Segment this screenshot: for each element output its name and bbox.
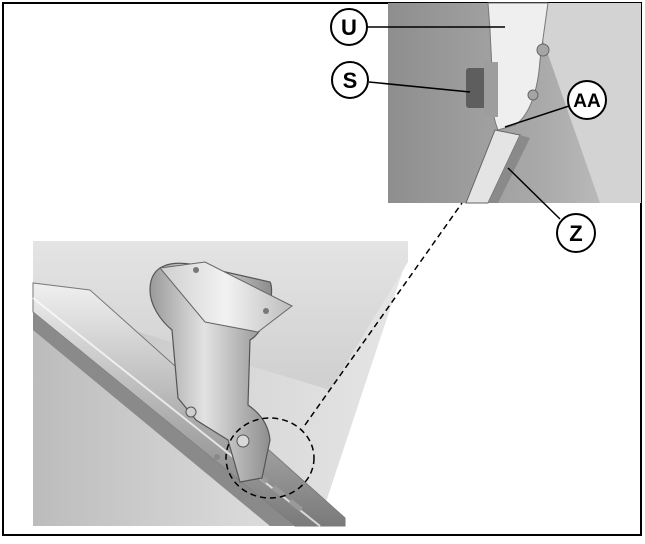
screw-head	[193, 267, 199, 273]
callout-aa-leader	[504, 105, 570, 128]
callout-z-label: Z	[569, 221, 582, 246]
screw-head	[263, 308, 269, 314]
inset-bolt	[466, 68, 488, 108]
rail-side	[33, 312, 295, 526]
callout-z: Z	[556, 213, 596, 253]
nut	[236, 434, 250, 448]
detail-connector-line	[304, 202, 463, 426]
callout-aa: AA	[567, 80, 607, 120]
dashed-circle-icon	[225, 417, 315, 499]
callout-circle	[567, 80, 607, 120]
callout-circle	[331, 61, 369, 99]
nut	[185, 406, 197, 418]
callout-s-label: S	[343, 68, 358, 93]
callout-circle	[330, 8, 368, 46]
screw-head	[527, 89, 539, 101]
callout-aa-label: AA	[573, 91, 601, 112]
callout-s: S	[331, 61, 369, 99]
callout-z-leader	[507, 167, 561, 220]
callout-s-leader	[368, 81, 471, 93]
rail-highlight	[32, 297, 321, 527]
bolt	[214, 454, 220, 460]
callout-u-label: U	[341, 15, 357, 40]
callout-circle	[556, 213, 596, 253]
bracket-top-plate	[159, 261, 293, 333]
inset-washer	[484, 62, 498, 117]
screw-head	[536, 43, 550, 57]
callout-u: U	[330, 8, 368, 46]
